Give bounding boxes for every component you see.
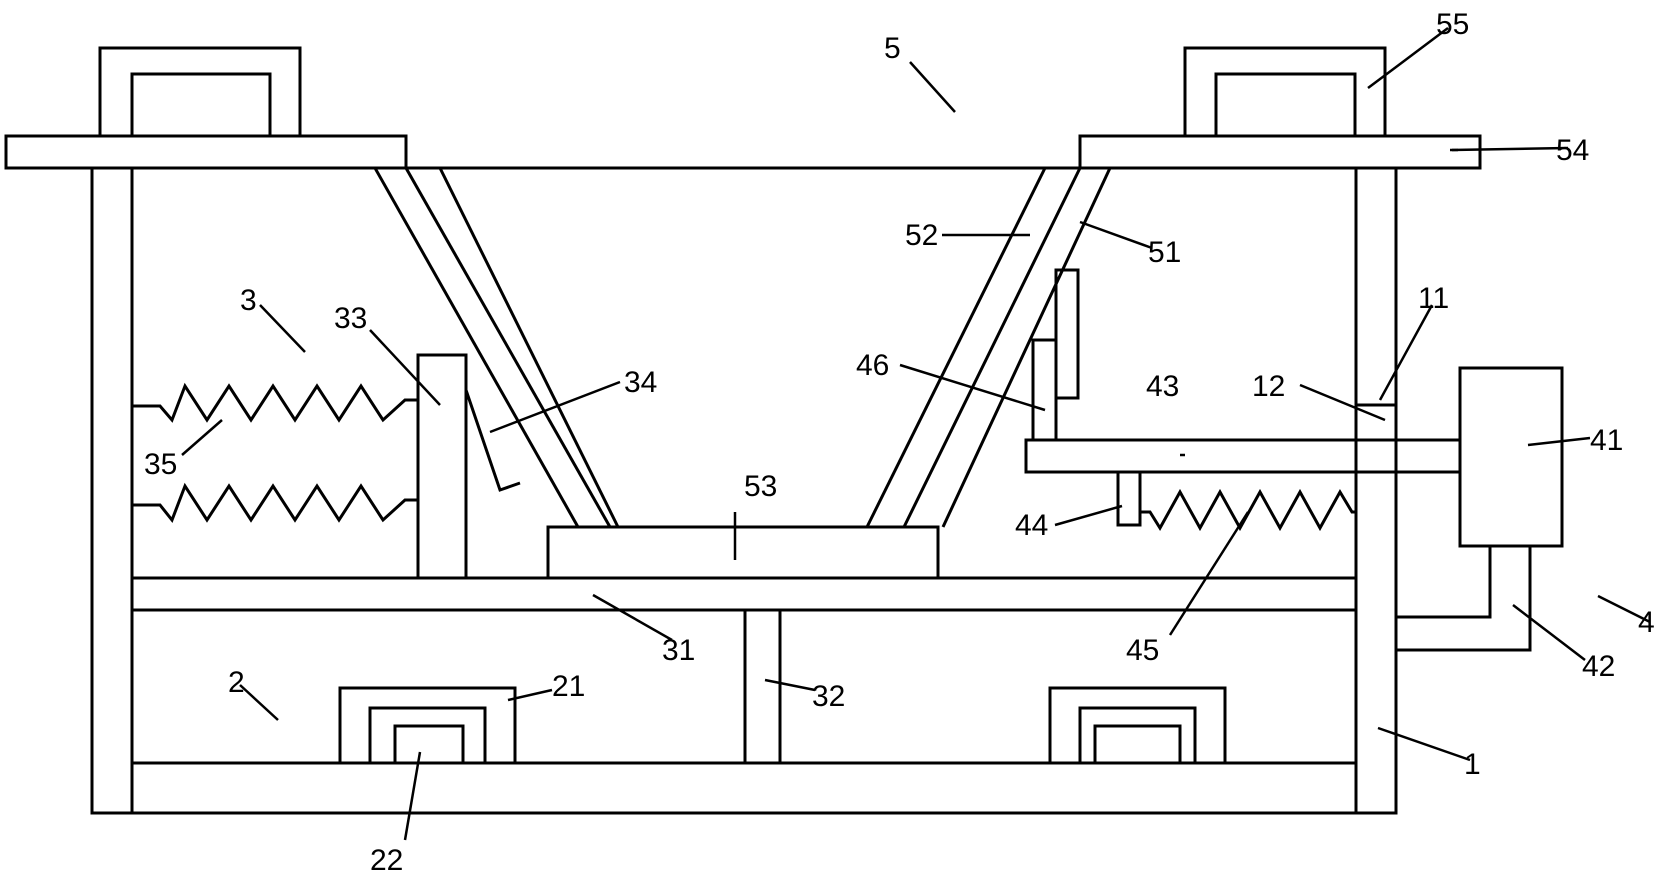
label-11: 11: [1418, 282, 1449, 315]
labels: 5 55 54 52 51 11 12 41 46 43 44 45 42 4 …: [144, 8, 1655, 877]
label-1: 1: [1464, 748, 1481, 781]
bottom-block-right: [1048, 686, 1227, 765]
label-53: 53: [744, 470, 777, 503]
label-21: 21: [552, 670, 585, 703]
label-42: 42: [1582, 650, 1615, 683]
label-46: 46: [856, 349, 889, 382]
label-43: 43: [1146, 370, 1179, 403]
label-52: 52: [905, 219, 938, 252]
label-32: 32: [812, 680, 845, 713]
hopper: [373, 167, 1112, 580]
label-34: 34: [624, 366, 657, 399]
left-mechanism: [132, 353, 521, 580]
label-55: 55: [1436, 8, 1469, 41]
external-unit: [1396, 366, 1564, 652]
label-22: 22: [370, 844, 403, 877]
label-45: 45: [1126, 634, 1159, 667]
middle-shelf: [130, 576, 1358, 765]
leader-lines: [181, 27, 1651, 841]
bottom-block-left: [338, 686, 517, 765]
label-35: 35: [144, 448, 177, 481]
label-33: 33: [334, 302, 367, 335]
label-2: 2: [228, 666, 245, 699]
label-54: 54: [1556, 134, 1589, 167]
label-5: 5: [884, 32, 901, 65]
label-44: 44: [1015, 509, 1048, 542]
label-3: 3: [240, 284, 257, 317]
label-31: 31: [662, 634, 695, 667]
label-4: 4: [1638, 606, 1655, 639]
label-51: 51: [1148, 236, 1181, 269]
label-12: 12: [1252, 370, 1285, 403]
label-41: 41: [1590, 424, 1623, 457]
housing: [4, 46, 1482, 815]
